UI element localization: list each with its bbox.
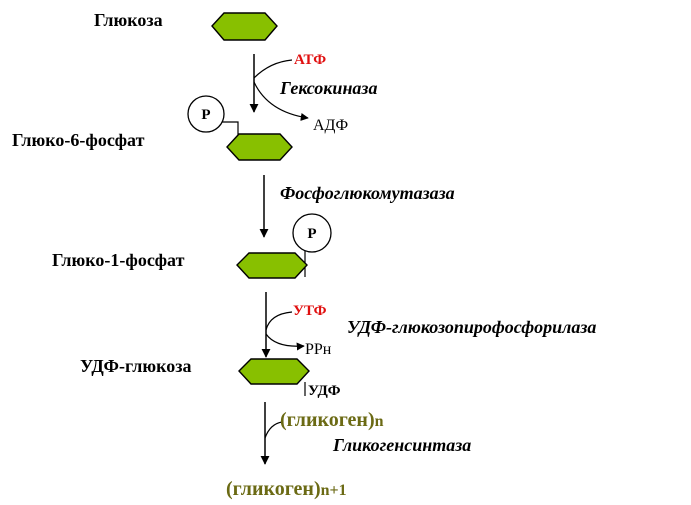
atp-incoming-curve bbox=[253, 59, 293, 79]
glucose-hexagon bbox=[211, 12, 278, 41]
adp-outgoing-arrow bbox=[253, 81, 309, 121]
glycogen-synthase-label: Гликогенсинтаза bbox=[332, 435, 471, 455]
glycogen-n-subscript: n bbox=[375, 413, 384, 430]
ppn-outgoing-arrow bbox=[265, 333, 305, 351]
glycogen-n1-label: (гликоген)n+1 bbox=[226, 478, 347, 500]
phosphate-circle-g1p bbox=[292, 213, 332, 253]
g6p-label: Глюко-6-фосфат bbox=[12, 130, 145, 150]
glycogen-incoming-curve bbox=[264, 421, 283, 439]
g1p-hexagon bbox=[236, 252, 308, 279]
glycogen-n-text: (гликоген) bbox=[280, 409, 375, 431]
udpg-hexagon bbox=[238, 358, 310, 385]
hexokinase-label: Гексокиназа bbox=[279, 78, 377, 98]
utp-incoming-curve bbox=[265, 311, 293, 331]
phosphate-circle-g6p bbox=[187, 95, 225, 133]
glycogen-n-label: (гликоген)n bbox=[280, 409, 384, 431]
utp-label: УТФ bbox=[293, 303, 327, 319]
glycogen-n1-subscript: n+1 bbox=[321, 482, 347, 499]
atp-label: АТФ bbox=[294, 52, 326, 68]
phosphate-label-g6p: P bbox=[201, 107, 210, 123]
ppn-label: PPн bbox=[305, 341, 332, 358]
phosphate-bond-g6p bbox=[222, 121, 239, 136]
udp-label: УДФ bbox=[308, 383, 341, 399]
glycogen-n1-text: (гликоген) bbox=[226, 478, 321, 500]
phosphoglucomutase-label: Фосфоглюкомутазаза bbox=[280, 183, 455, 203]
g6p-hexagon bbox=[226, 133, 293, 161]
adp-label: АДФ bbox=[313, 117, 348, 134]
g1p-label: Глюко-1-фосфат bbox=[52, 250, 185, 270]
udpg-pyrophosphorylase-label: УДФ-глюкозопирофосфорилаза bbox=[347, 317, 596, 337]
glucose-label: Глюкоза bbox=[94, 10, 163, 30]
phosphate-label-g1p: P bbox=[307, 226, 316, 242]
udpg-label: УДФ-глюкоза bbox=[80, 356, 191, 376]
